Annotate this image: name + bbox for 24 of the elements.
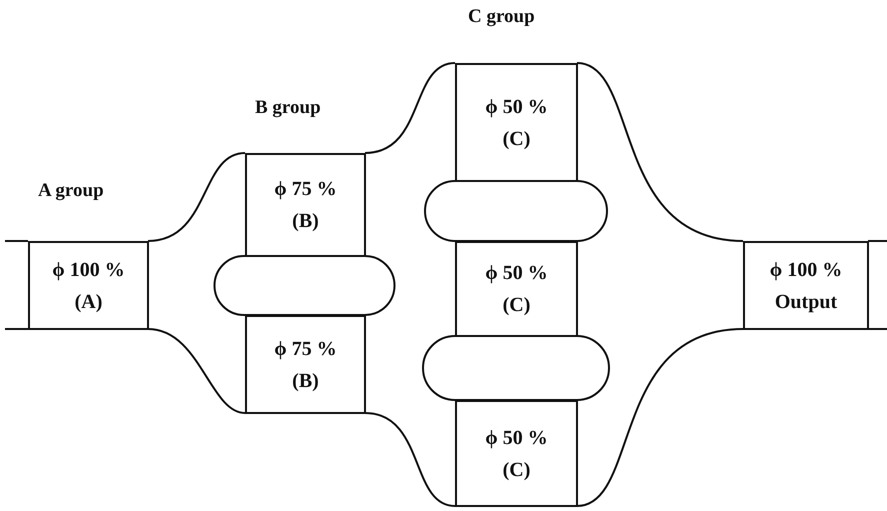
section-label: (C): [502, 294, 530, 316]
group-heading: C group: [468, 6, 535, 28]
section-label: (B): [292, 210, 319, 232]
section-label: ϕ 75 %: [274, 338, 337, 360]
section-label: ϕ 50 %: [485, 96, 548, 118]
section-label: ϕ 50 %: [485, 262, 548, 284]
pipe-section-box: [455, 63, 578, 182]
pipe-section-box: [743, 241, 869, 330]
pipe-section-box: [28, 241, 149, 330]
pipe-section-box: [245, 315, 366, 414]
pipe-section-box: [245, 153, 366, 257]
section-label: ϕ 100 %: [52, 258, 125, 280]
pipe-section-box: [455, 400, 578, 507]
section-label: (C): [502, 128, 530, 150]
group-heading: A group: [38, 180, 104, 202]
section-label: ϕ 50 %: [485, 426, 548, 448]
section-label: ϕ 75 %: [274, 178, 337, 200]
group-heading: B group: [255, 97, 321, 119]
pipe-section-box: [455, 241, 578, 337]
section-label: ϕ 100 %: [770, 258, 842, 280]
section-label: (B): [292, 370, 319, 392]
section-label: (C): [502, 458, 530, 480]
section-label: (A): [74, 290, 102, 312]
section-label: Output: [774, 290, 838, 312]
